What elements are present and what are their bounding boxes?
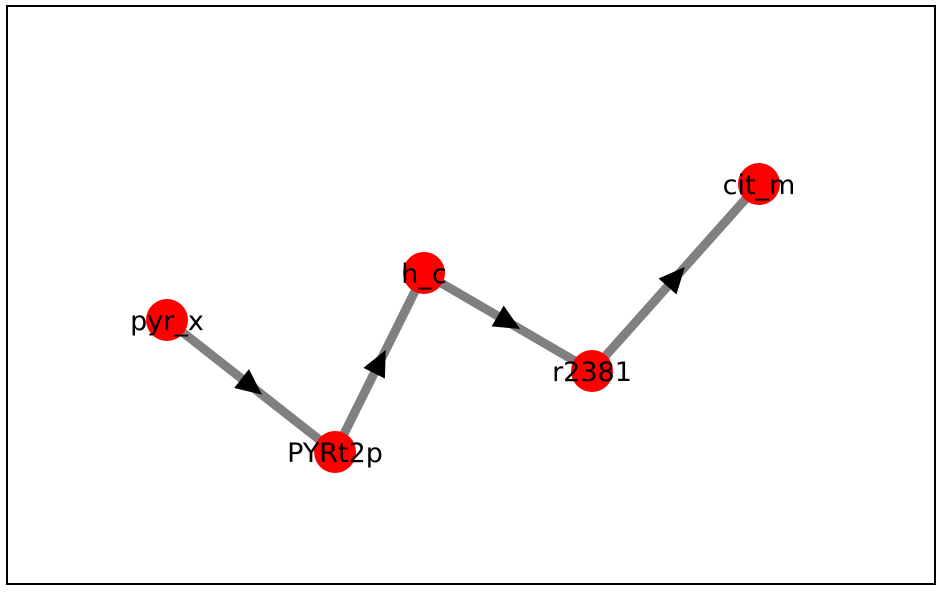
node-h_c[interactable] [403,252,445,294]
node-label-r2381: r2381 [552,357,632,388]
node-pyr_x[interactable] [146,299,188,341]
node-PYRt2p[interactable] [314,431,356,473]
edges-layer [164,181,763,456]
node-label-cit_m: cit_m [723,170,796,201]
node-cit_m[interactable] [738,163,780,205]
arrowhead-PYRt2p-h_c [363,349,386,379]
node-r2381[interactable] [571,350,613,392]
node-label-pyr_x: pyr_x [130,306,204,337]
node-label-PYRt2p: PYRt2p [287,438,383,469]
node-label-h_c: h_c [401,259,446,290]
arrowhead-pyr_x-PYRt2p [234,369,263,395]
arrows-layer [234,267,685,395]
arrowhead-h_c-r2381 [491,305,521,330]
diagram-frame [6,5,936,585]
arrowhead-r2381-cit_m [658,267,685,295]
nodes-layer [146,163,780,473]
